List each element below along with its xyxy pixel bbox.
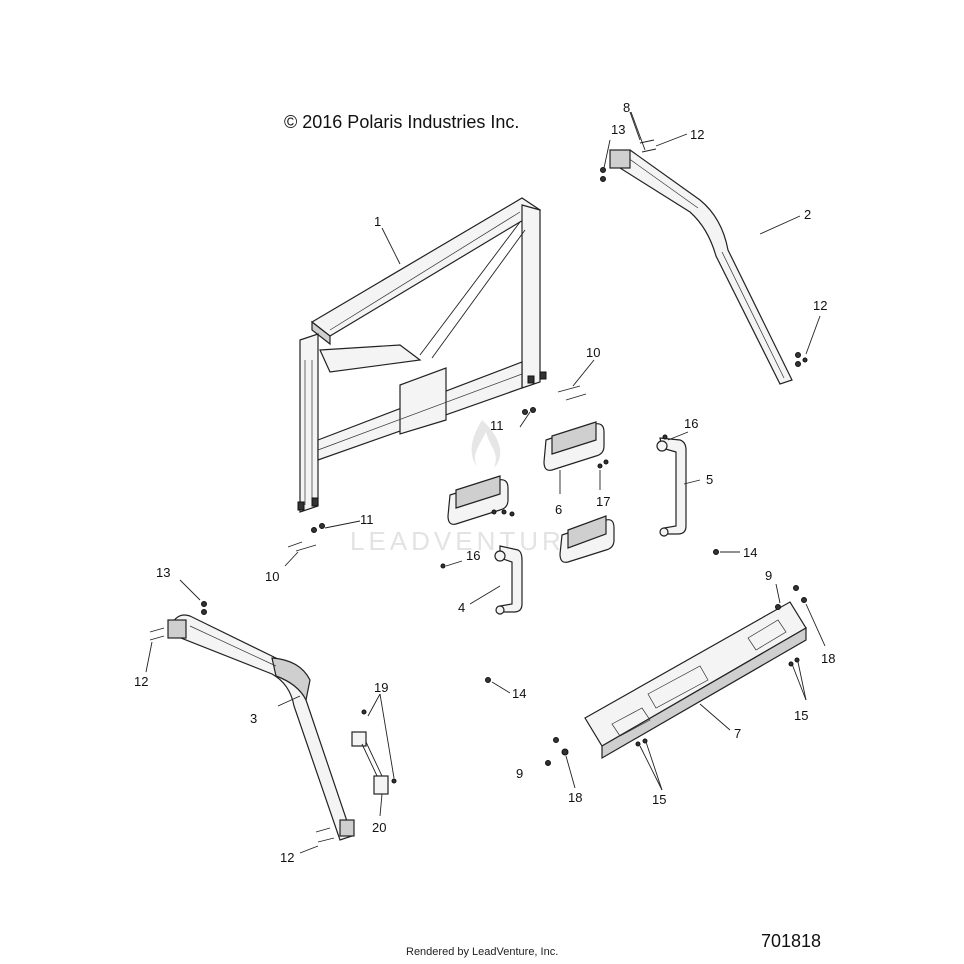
callout-14b[interactable]: 14 <box>512 686 526 701</box>
callout-3[interactable]: 3 <box>250 711 257 726</box>
callout-19[interactable]: 19 <box>374 680 388 695</box>
callout-18b[interactable]: 18 <box>568 790 582 805</box>
callout-12a[interactable]: 12 <box>690 127 704 142</box>
part-5-grab-handle[interactable] <box>656 437 687 537</box>
callout-5[interactable]: 5 <box>706 472 713 487</box>
callout-2[interactable]: 2 <box>804 207 811 222</box>
callout-13a[interactable]: 13 <box>611 122 625 137</box>
callout-11a[interactable]: 11 <box>490 418 504 433</box>
part-6-light[interactable] <box>447 421 615 563</box>
callout-10b[interactable]: 10 <box>265 569 279 584</box>
callout-12b[interactable]: 12 <box>813 298 827 313</box>
callout-17[interactable]: 17 <box>596 494 610 509</box>
leader-lines <box>145 111 826 854</box>
callout-9b[interactable]: 9 <box>516 766 523 781</box>
callout-10a[interactable]: 10 <box>586 345 600 360</box>
callout-9a[interactable]: 9 <box>765 568 772 583</box>
callout-8[interactable]: 8 <box>623 100 630 115</box>
callout-15b[interactable]: 15 <box>652 792 666 807</box>
callout-12c[interactable]: 12 <box>134 674 148 689</box>
callout-4[interactable]: 4 <box>458 600 465 615</box>
callout-13b[interactable]: 13 <box>156 565 170 580</box>
copyright-text: © 2016 Polaris Industries Inc. <box>284 112 520 132</box>
part-20-strap[interactable] <box>351 731 389 795</box>
part-3-left-roll-bar[interactable] <box>167 614 355 841</box>
hardware <box>149 139 808 843</box>
callout-6[interactable]: 6 <box>555 502 562 517</box>
callout-14a[interactable]: 14 <box>743 545 757 560</box>
callout-12d[interactable]: 12 <box>280 850 294 865</box>
callout-7[interactable]: 7 <box>734 726 741 741</box>
rendered-by-text: Rendered by LeadVenture, Inc. <box>406 946 559 958</box>
callout-20[interactable]: 20 <box>372 820 386 835</box>
watermark-logo: LEADVENTURE <box>350 420 586 556</box>
watermark-text: LEADVENTURE <box>350 526 586 556</box>
callout-labels: 1 2 3 4 5 6 7 8 9 9 10 10 11 11 12 12 12… <box>134 100 835 865</box>
callout-15a[interactable]: 15 <box>794 708 808 723</box>
callout-1[interactable]: 1 <box>374 214 381 229</box>
callout-18a[interactable]: 18 <box>821 651 835 666</box>
callout-16a[interactable]: 16 <box>684 416 698 431</box>
callout-11b[interactable]: 11 <box>360 512 374 527</box>
part-1-rear-cab-frame[interactable] <box>297 197 547 513</box>
part-7-rear-panel[interactable] <box>584 601 807 760</box>
drawing-number: 701818 <box>761 931 822 951</box>
part-2-right-roll-bar[interactable] <box>609 149 793 385</box>
part-4-grab-handle[interactable] <box>494 545 523 615</box>
callout-16b[interactable]: 16 <box>466 548 480 563</box>
